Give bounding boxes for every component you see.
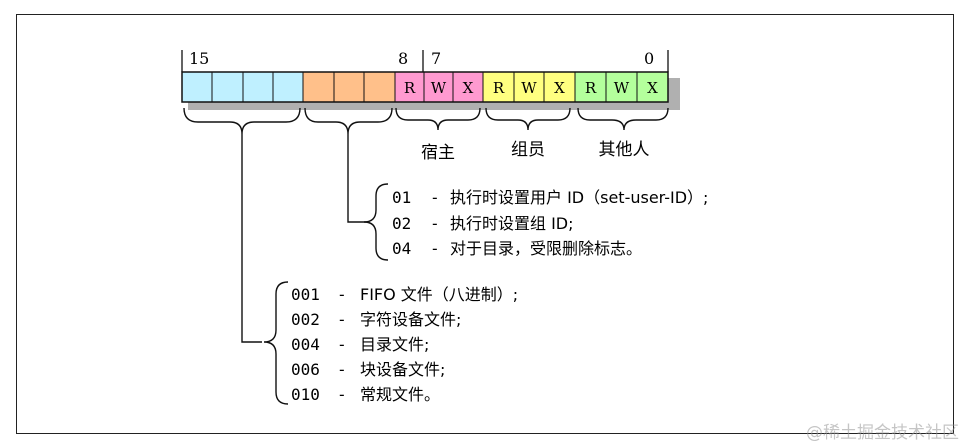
- special-text: 对于目录，受限删除标志。: [450, 239, 642, 258]
- dash: -: [430, 239, 440, 258]
- list-item: 002 - 字符设备文件;: [291, 310, 461, 329]
- special-text: 执行时设置组 ID;: [450, 214, 574, 233]
- group-label: 组员: [511, 140, 545, 160]
- bit0-label: 0: [644, 49, 654, 68]
- dash: -: [337, 285, 347, 304]
- special-bits-list-brace: [363, 183, 389, 261]
- bit-cell-4: [513, 71, 545, 103]
- bit-cell-13: [242, 71, 274, 103]
- bit-cell-10: [333, 71, 365, 103]
- bit-cell-14: [211, 71, 244, 103]
- file-type-code: 010: [291, 385, 320, 404]
- file-type-list-brace: [263, 281, 289, 405]
- file-type-text: FIFO 文件（八进制）;: [360, 285, 518, 304]
- special-bits-brace: [304, 107, 393, 135]
- dash: -: [337, 310, 347, 329]
- bit8-label: 8: [398, 49, 408, 68]
- special-bits-list: 01 - 执行时设置用户 ID（set-user-ID）; 02 - 执行时设置…: [392, 188, 708, 258]
- bit-cell-0: [636, 71, 669, 103]
- other-brace: [577, 107, 669, 131]
- special-code: 01: [392, 188, 411, 207]
- owner-x-bit-letter: X: [463, 79, 474, 97]
- list-item: 001 - FIFO 文件（八进制）;: [291, 285, 518, 304]
- file-type-connector: [241, 134, 262, 343]
- other-w-bit-letter: W: [614, 79, 630, 97]
- special-code: 04: [392, 239, 411, 258]
- list-item: 02 - 执行时设置组 ID;: [392, 214, 574, 233]
- special-bits-connector: [347, 134, 368, 223]
- list-item: 01 - 执行时设置用户 ID（set-user-ID）;: [392, 188, 708, 207]
- file-type-list: 001 - FIFO 文件（八进制）; 002 - 字符设备文件; 004 - …: [291, 285, 518, 404]
- bit-cell-2: [574, 71, 607, 103]
- special-text: 执行时设置用户 ID（set-user-ID）;: [450, 188, 708, 207]
- file-type-code: 006: [291, 360, 320, 379]
- file-type-code: 004: [291, 335, 320, 354]
- file-type-text: 常规文件。: [360, 385, 440, 404]
- group-r-bit-letter: R: [493, 79, 505, 97]
- dash: -: [337, 385, 347, 404]
- list-item: 04 - 对于目录，受限删除标志。: [392, 239, 642, 258]
- dash: -: [430, 214, 440, 233]
- file-type-text: 目录文件;: [360, 335, 429, 354]
- bit-cell-12: [272, 71, 304, 103]
- other-x-bit-letter: X: [647, 79, 658, 97]
- group-w-bit-letter: W: [521, 79, 537, 97]
- file-type-text: 字符设备文件;: [360, 310, 461, 329]
- other-r-bit-letter: R: [585, 79, 597, 97]
- list-item: 004 - 目录文件;: [291, 335, 429, 354]
- owner-brace: [395, 107, 481, 131]
- bit-cell-9: [363, 71, 396, 103]
- owner-label: 宿主: [421, 143, 455, 163]
- file-type-text: 块设备文件;: [360, 360, 445, 379]
- list-item: 010 - 常规文件。: [291, 385, 440, 404]
- bit15-label: 15: [189, 49, 209, 68]
- file-type-code: 002: [291, 310, 320, 329]
- bit-cell-11: [302, 71, 335, 103]
- bit7-label: 7: [431, 49, 441, 68]
- list-item: 006 - 块设备文件;: [291, 360, 445, 379]
- other-label: 其他人: [599, 140, 650, 160]
- dash: -: [430, 188, 440, 207]
- group-x-bit-letter: X: [554, 79, 565, 97]
- owner-w-bit-letter: W: [431, 79, 447, 97]
- bit-cell-15: [181, 71, 213, 103]
- diagram-frame: [16, 14, 954, 434]
- file-type-brace: [183, 107, 301, 135]
- owner-r-bit-letter: R: [404, 79, 416, 97]
- dash: -: [337, 335, 347, 354]
- watermark: @稀土掘金技术社区: [806, 423, 959, 443]
- file-type-code: 001: [291, 285, 320, 304]
- register-outline: [181, 71, 669, 103]
- group-brace: [485, 107, 571, 131]
- dash: -: [337, 360, 347, 379]
- special-code: 02: [392, 214, 411, 233]
